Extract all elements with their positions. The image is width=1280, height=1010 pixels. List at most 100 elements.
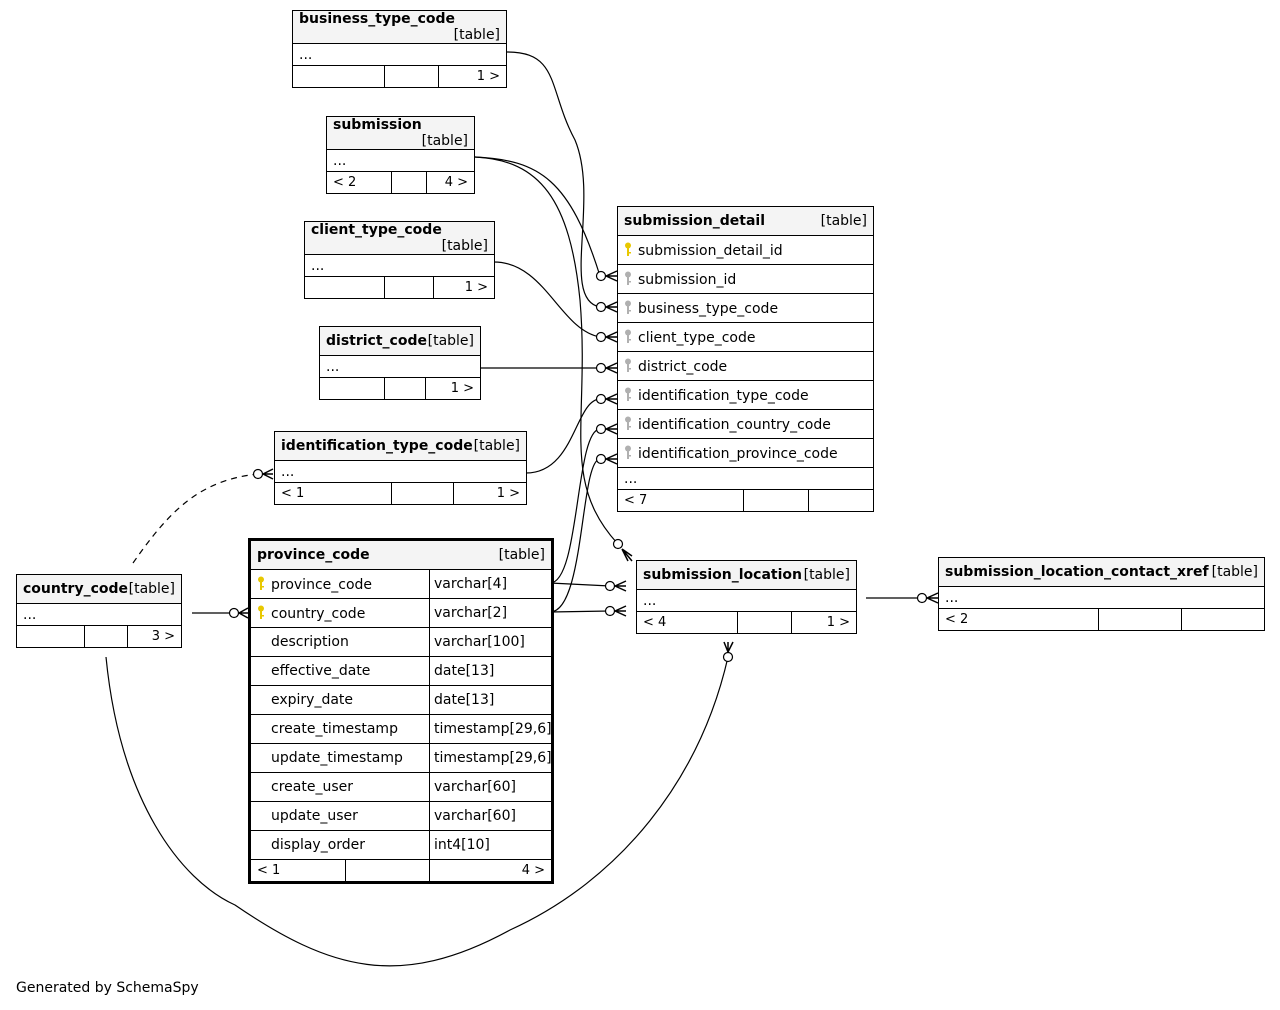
column-name: expiry_date	[271, 692, 354, 708]
column-name: identification_province_code	[638, 445, 838, 462]
table-business-type-code[interactable]: business_type_code[table] ... 1 >	[291, 10, 508, 88]
ellipsis-row: ...	[616, 467, 875, 490]
column-row[interactable]: update_timestamp timestamp[29,6]	[249, 743, 554, 773]
child-count: 1 >	[452, 482, 528, 505]
column-name: submission_detail_id	[638, 242, 783, 259]
ellipsis-row: ...	[304, 254, 495, 277]
table-country-code[interactable]: country_code[table] ... 3 >	[15, 574, 183, 648]
table-type-label: [table]	[473, 438, 521, 454]
ellipsis-row: ...	[273, 460, 528, 483]
column-row[interactable]: expiry_date date[13]	[249, 685, 554, 715]
table-name[interactable]: submission_location	[643, 567, 802, 583]
column-row[interactable]: identification_province_code	[616, 438, 875, 468]
column-row[interactable]: district_code	[616, 351, 875, 381]
column-name: district_code	[638, 358, 728, 375]
column-type: date[13]	[428, 685, 554, 715]
table-name[interactable]: client_type_code	[311, 222, 442, 239]
child-count: 4 >	[428, 859, 554, 883]
column-name: description	[271, 634, 349, 650]
table-type-label: [table]	[820, 213, 868, 229]
table-type-label: [table]	[453, 27, 501, 43]
edge-submission-to-detail	[474, 156, 601, 277]
column-row[interactable]: province_code varchar[4]	[249, 569, 554, 599]
child-count: 4 >	[425, 171, 476, 194]
table-name[interactable]: business_type_code	[299, 11, 456, 28]
foreign-key-icon	[624, 445, 632, 460]
column-row[interactable]: identification_country_code	[616, 409, 875, 439]
ellipsis-row: ...	[318, 355, 482, 378]
column-name: update_timestamp	[271, 750, 403, 766]
edge-province-to-location-1	[549, 582, 611, 587]
table-type-label: [table]	[1211, 564, 1259, 580]
table-name[interactable]: submission	[333, 117, 422, 134]
foreign-key-icon	[624, 300, 632, 315]
column-row[interactable]: business_type_code	[616, 293, 875, 323]
table-district-code[interactable]: district_code[table] ... 1 >	[318, 326, 482, 400]
column-type: varchar[4]	[428, 569, 554, 599]
parent-count: < 2	[938, 608, 1099, 631]
primary-key-icon	[257, 605, 265, 620]
column-row[interactable]: create_timestamp timestamp[29,6]	[249, 714, 554, 744]
table-identification-type-code[interactable]: identification_type_code[table] ... < 1 1…	[273, 431, 528, 505]
edge-country-to-location	[105, 656, 729, 967]
table-type-label: [table]	[498, 547, 546, 563]
foreign-key-icon	[624, 416, 632, 431]
ellipsis-row: ...	[291, 43, 508, 66]
child-count: 3 >	[126, 625, 183, 648]
column-type: timestamp[29,6]	[428, 714, 554, 744]
ellipsis-row: ...	[636, 589, 857, 612]
table-type-label: [table]	[441, 238, 488, 254]
parent-count	[292, 65, 385, 88]
column-name: business_type_code	[638, 300, 779, 317]
column-name: identification_type_code	[638, 387, 809, 404]
column-type: timestamp[29,6]	[428, 743, 554, 773]
edge-client-type-to-detail	[493, 261, 601, 338]
column-row[interactable]: submission_detail_id	[616, 235, 875, 265]
foreign-key-icon	[624, 358, 632, 373]
parent-count: < 2	[326, 171, 392, 194]
edge-province-to-detail-2	[549, 458, 601, 613]
table-type-label: [table]	[803, 567, 850, 583]
parent-count	[16, 625, 85, 648]
table-name[interactable]: submission_detail	[624, 213, 766, 229]
table-name[interactable]: identification_type_code	[281, 438, 473, 454]
edge-business-type-to-detail	[506, 51, 601, 308]
child-count: 1 >	[433, 276, 495, 299]
table-client-type-code[interactable]: client_type_code[table] ... 1 >	[304, 221, 495, 299]
table-submission-location-contact-xref[interactable]: submission_location_contact_xref[table] …	[937, 557, 1266, 631]
column-name: client_type_code	[638, 329, 756, 346]
child-count: 1 >	[424, 377, 482, 400]
primary-key-icon	[624, 242, 632, 257]
primary-key-icon	[257, 576, 265, 591]
column-row[interactable]: submission_id	[616, 264, 875, 294]
foreign-key-icon	[624, 387, 632, 402]
table-name[interactable]: submission_location_contact_xref	[945, 564, 1209, 580]
table-name[interactable]: district_code	[326, 333, 427, 349]
column-row[interactable]: identification_type_code	[616, 380, 875, 410]
parent-count: < 4	[636, 611, 738, 634]
table-name[interactable]: province_code	[257, 547, 370, 563]
column-name: province_code	[271, 576, 373, 593]
column-name: effective_date	[271, 663, 371, 679]
generated-by-note: Generated by SchemaSpy	[16, 980, 199, 996]
column-name: create_timestamp	[271, 721, 398, 737]
edge-submission-to-location	[474, 156, 618, 544]
table-submission-detail[interactable]: submission_detail [table] submission_deta…	[616, 206, 875, 512]
column-name: update_user	[271, 808, 358, 824]
ellipsis-row: ...	[15, 603, 183, 626]
column-type: varchar[2]	[428, 598, 554, 628]
parent-count: < 1	[274, 482, 392, 505]
table-name[interactable]: country_code	[23, 581, 129, 597]
parent-count: < 1	[249, 859, 346, 883]
column-row[interactable]: client_type_code	[616, 322, 875, 352]
